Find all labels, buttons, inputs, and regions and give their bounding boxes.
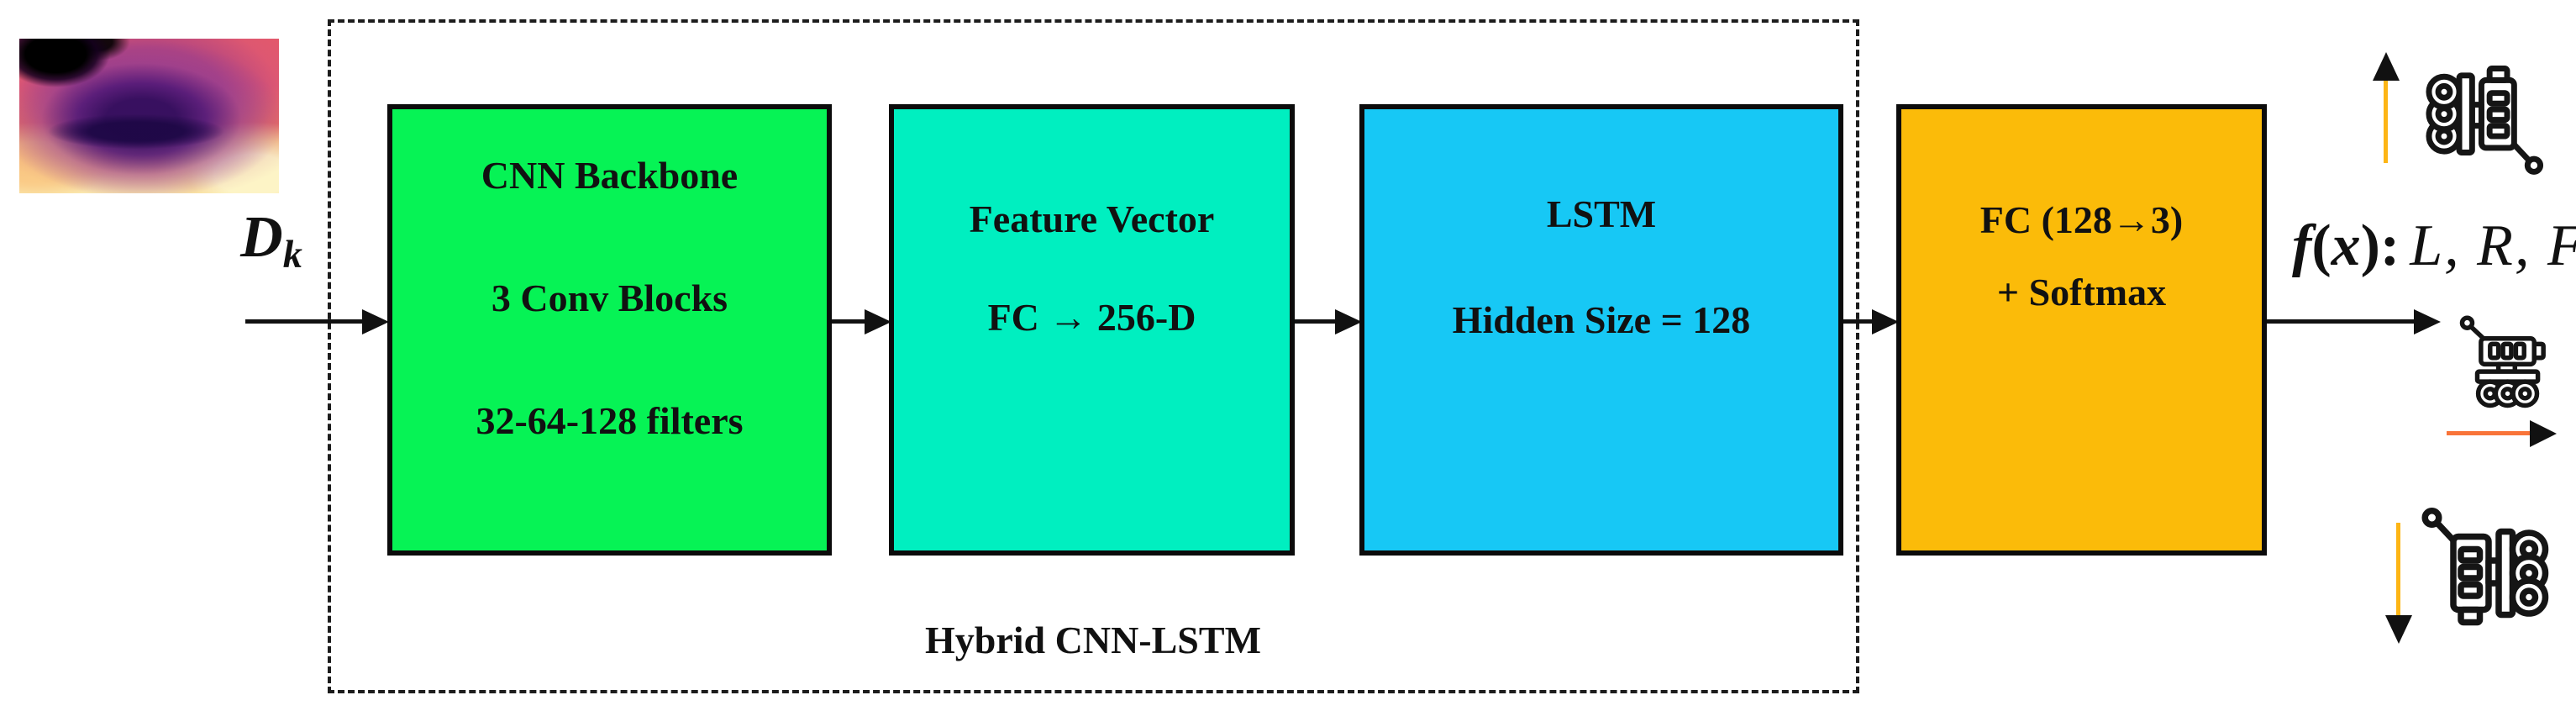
feature-block-line1: Feature Vector xyxy=(969,198,1215,240)
rover-robot-rotated-left-icon xyxy=(2423,57,2549,185)
input-symbol-label: Dk xyxy=(221,208,322,274)
hybrid-container-label: Hybrid CNN-LSTM xyxy=(925,619,1261,661)
input-arrow xyxy=(245,319,363,324)
right-arrow-icon xyxy=(2447,431,2531,435)
up-arrow-icon xyxy=(2384,79,2388,163)
output-open-paren: ( xyxy=(2311,213,2332,278)
depth-map-thumbnail xyxy=(19,39,279,193)
feature-block-line2: FC → 256-D xyxy=(987,296,1196,339)
lstm-to-fc-arrow xyxy=(1840,319,1873,324)
rover-robot-forward-icon xyxy=(2455,311,2549,410)
feature-vector-block: Feature Vector FC → 256-D xyxy=(889,104,1295,556)
fc-block-line2: + Softmax xyxy=(1996,271,2167,313)
fc-block-line1: FC (128→3) xyxy=(1979,198,2184,241)
output-close-colon: ): xyxy=(2360,213,2400,278)
feature-to-lstm-arrow xyxy=(1291,319,1336,324)
output-f: f xyxy=(2292,213,2312,278)
output-arrow xyxy=(2263,319,2415,324)
fc-softmax-block: FC (128→3) + Softmax xyxy=(1896,104,2267,556)
cnn-to-feature-arrow xyxy=(828,319,865,324)
down-arrow-icon xyxy=(2396,523,2400,617)
output-classes-label: f(x):L, R, F xyxy=(2292,213,2576,278)
lstm-block: LSTM Hidden Size = 128 xyxy=(1359,104,1843,556)
rover-robot-rotated-right-icon xyxy=(2416,495,2552,636)
hybrid-container-outline xyxy=(328,19,1859,693)
input-symbol-base: D xyxy=(240,205,283,270)
cnn-block-line2: 3 Conv Blocks xyxy=(491,276,728,319)
cnn-block-line1: CNN Backbone xyxy=(481,154,739,197)
output-class-list: L, R, F xyxy=(2410,213,2576,278)
lstm-block-line2: Hidden Size = 128 xyxy=(1452,298,1751,341)
lstm-block-line1: LSTM xyxy=(1546,192,1657,235)
input-symbol-subscript: k xyxy=(282,232,302,276)
cnn-block-line3: 32-64-128 filters xyxy=(476,399,744,442)
cnn-backbone-block: CNN Backbone 3 Conv Blocks 32-64-128 fil… xyxy=(387,104,832,556)
output-x: x xyxy=(2331,213,2361,278)
